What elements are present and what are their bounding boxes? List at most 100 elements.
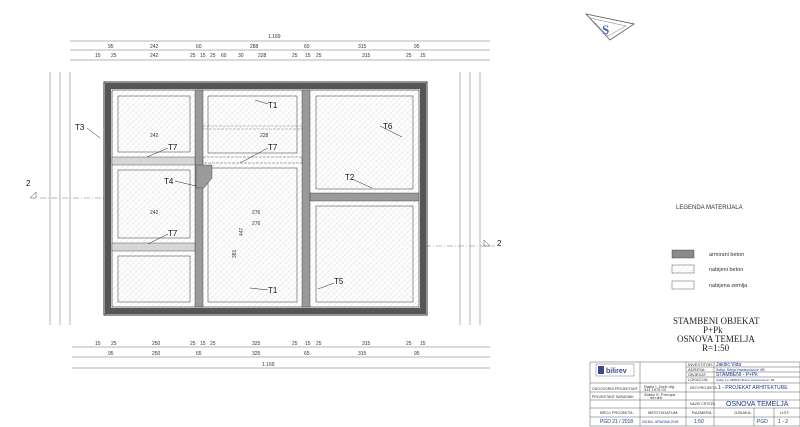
title-block (589, 361, 800, 427)
drawing-title-line2: P+Pk (703, 325, 723, 335)
tb-value: Sofija, Srbija Vranisovića br. 6B (716, 368, 765, 372)
tb-value: Jakšić Vida (716, 362, 741, 368)
tb-value: STAMBENI - P+Pk (716, 372, 758, 378)
dim-label: 60 (221, 53, 227, 59)
dim-label: 315 (362, 53, 371, 59)
footing-label-t7: T7 (168, 229, 178, 238)
interior-dim: 242 (150, 133, 159, 139)
dim-label: 250 (152, 351, 161, 357)
tb-label: OBJEKAT: (688, 372, 707, 377)
dim-label: 325 (252, 351, 261, 357)
dim-label: 250 (152, 341, 161, 347)
dim-label: 25 (406, 53, 412, 59)
tb-value: 1 - PROJEKAT ARHITEKTURE (718, 385, 788, 391)
tb-label: LOKACIJA: (688, 377, 708, 382)
dim-label: 228 (258, 53, 267, 59)
section-marker-right-icon (483, 239, 491, 247)
top-dims-outer: 95 242 60 288 60 315 95 (108, 44, 420, 50)
dim-label: 25 (406, 341, 412, 347)
drawing-title: STAMBENI OBJEKAT P+Pk OSNOVA TEMELJA R=1… (673, 316, 760, 353)
dim-label: 15 (420, 341, 426, 347)
dim-label: 25 (111, 53, 117, 59)
dim-label: 95 (108, 44, 114, 50)
interior-dim: 276 (252, 221, 261, 227)
footing-label-t6: T6 (383, 122, 393, 131)
tb-label: OZNAKA: (734, 410, 752, 415)
top-dims-inner: 15 25 242 25 15 25 60 30 228 25 15 25 31… (95, 53, 426, 59)
north-arrow-icon: S (584, 13, 636, 41)
tb-value: Rajko I. Zorić dig. (644, 384, 675, 389)
dim-label: 315 (358, 44, 367, 50)
legend-label: armirani beton (709, 252, 744, 258)
company-logo: bilirev (595, 363, 635, 377)
section-mark-left: 2 (26, 179, 31, 188)
bottom-dims-outer: 95 250 65 325 65 315 95 (108, 351, 420, 357)
dim-label: 315 (358, 351, 367, 357)
dim-label: 25 (316, 53, 322, 59)
tb-label: DEO PROJEKTA (690, 386, 717, 390)
interior-dim: 228 (260, 133, 269, 139)
dim-label: 25 (292, 53, 298, 59)
tb-label: LIST: (780, 410, 789, 415)
bottom-dimension-lines (72, 346, 490, 369)
legend-swatch-nabijeni (671, 264, 695, 274)
footing-label-t7: T7 (168, 143, 178, 152)
tb-value: Sofija, k.p.2888/10 Braće Vranisovića br… (716, 378, 774, 382)
tb-value: 2018/4. GRUDNA 2018 (642, 420, 678, 424)
footing-label-t2: T2 (345, 173, 355, 182)
overall-dimension-bottom: 1.169 (262, 362, 275, 368)
dim-label: 95 (414, 351, 420, 357)
dim-label: 288 (250, 44, 259, 50)
dim-label: 65 (304, 351, 310, 357)
foundation-plan (103, 81, 428, 316)
dim-label: 15 (305, 341, 311, 347)
footing-label-t3: T3 (75, 123, 85, 132)
interior-dim: 447 (239, 227, 245, 236)
tb-label: ODGOVORNI PROJEKTANT (592, 387, 638, 391)
footing-label-t1: T1 (268, 286, 278, 295)
dim-label: 15 (95, 53, 101, 59)
legend-label: nabijeni beton (709, 267, 743, 273)
legend-title: LEGENDA MATERIJALA (676, 205, 743, 211)
dim-label: 15 (200, 53, 206, 59)
tb-label: ADRESA: (688, 367, 706, 372)
right-dimension-lines (459, 72, 481, 325)
legend-label: nabijena zemlja (709, 283, 748, 289)
tb-value: Zlatko S. Prerupa (644, 392, 676, 397)
overall-dimension-top: 1.169 (268, 34, 281, 40)
tb-value: OSNOVA TEMELJA (726, 401, 789, 408)
footing-leaders (86, 99, 403, 291)
dim-label: 25 (210, 341, 216, 347)
drawing-title-line3: OSNOVA TEMELJA (677, 334, 755, 344)
dim-label: 60 (196, 44, 202, 50)
tb-value: 1 - 2 (778, 419, 788, 425)
dim-label: 15 (95, 341, 101, 347)
drawing-title-line4: R=1:50 (702, 343, 730, 353)
tb-value: PGD (757, 419, 768, 425)
dim-label: 60 (304, 44, 310, 50)
svg-text:bilirev: bilirev (606, 368, 627, 375)
legend-swatch-armirani (671, 249, 695, 259)
dim-label: 25 (111, 341, 117, 347)
section-mark-right: 2 (497, 239, 502, 248)
dim-label: 25 (210, 53, 216, 59)
top-dimension-lines (70, 40, 490, 61)
dim-label: 95 (414, 44, 420, 50)
dim-label: 25 (316, 341, 322, 347)
tb-label: NAZIV CRTEŽA (690, 401, 716, 406)
legend-swatch-zemlja (671, 280, 695, 290)
section-line (29, 191, 495, 247)
footing-label-t4: T4 (164, 177, 174, 186)
tb-label: PROJEKTANT SARADNIK (592, 395, 634, 399)
dim-label: 315 (362, 341, 371, 347)
dim-label: 30 (238, 53, 244, 59)
tb-label: BROJ PROJEKTA: (600, 410, 634, 415)
tb-value: 1:50 (694, 419, 704, 425)
left-dimension-lines (49, 72, 71, 325)
dim-label: 95 (108, 351, 114, 357)
dim-label: 15 (420, 53, 426, 59)
section-marker-left-icon (29, 191, 37, 199)
dim-label: 65 (196, 351, 202, 357)
footing-label-t1: T1 (268, 101, 278, 110)
